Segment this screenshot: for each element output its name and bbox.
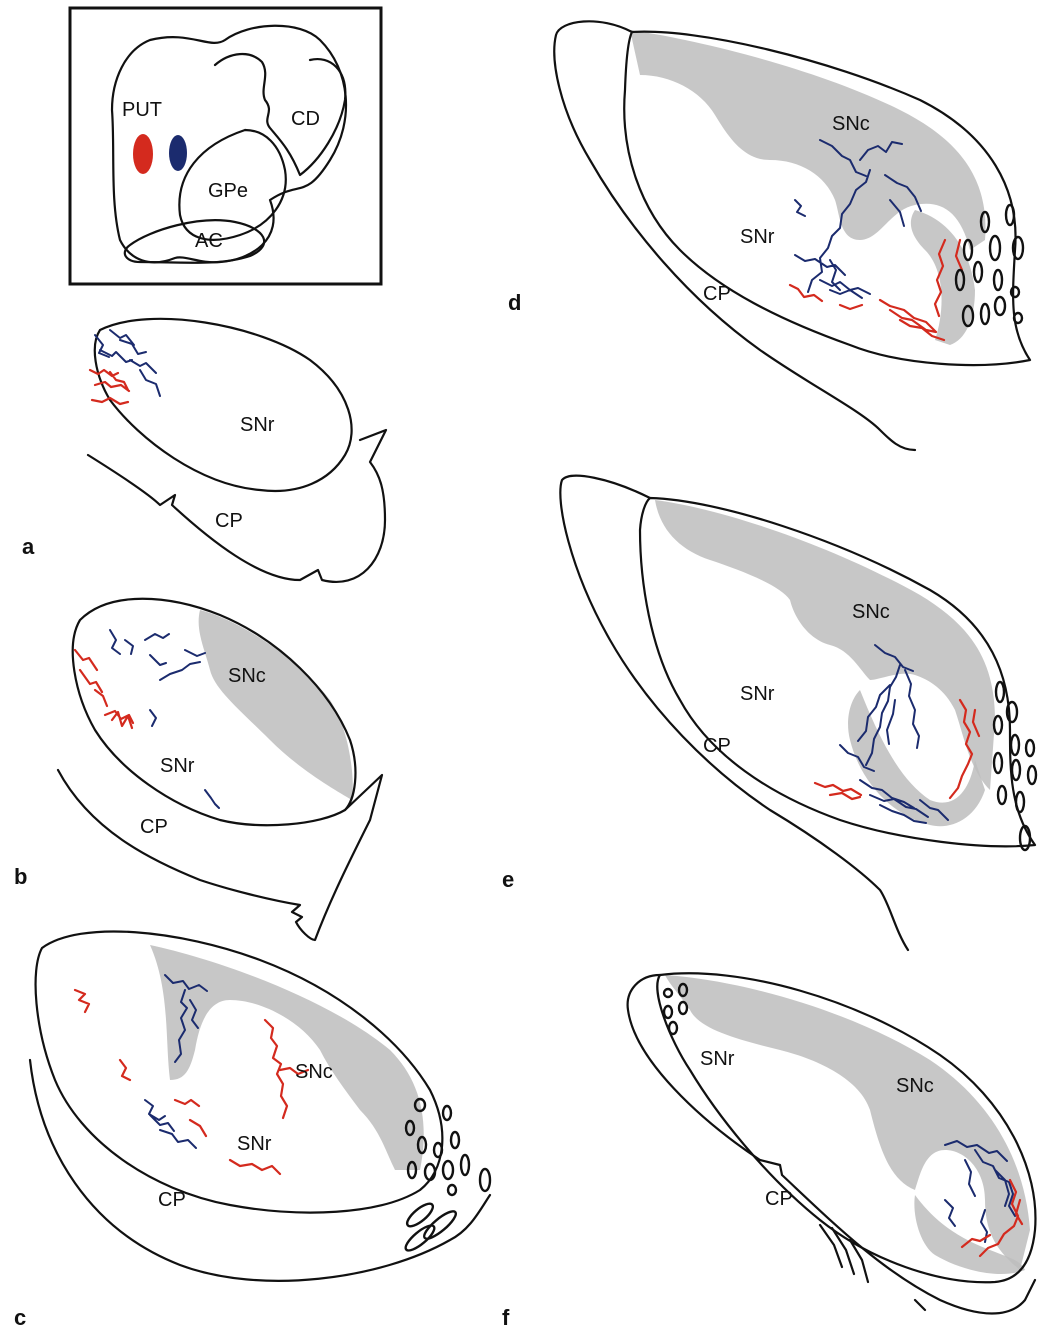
panel-f: SNc SNr CP f <box>502 973 1035 1330</box>
inset-put-label: PUT <box>122 99 162 121</box>
panel-e-snr-label: SNr <box>740 683 775 705</box>
panel-b: SNc SNr CP b <box>14 599 382 940</box>
fiber-bundle-oval <box>461 1155 469 1175</box>
panel-a-cp-label: CP <box>215 510 243 532</box>
panel-f-letter: f <box>502 1305 510 1330</box>
panel-a-letter: a <box>22 534 35 559</box>
fiber-bundle-oval <box>1014 313 1022 323</box>
panel-c-cp-label: CP <box>158 1189 186 1211</box>
panel-c-snc-label: SNc <box>295 1061 333 1083</box>
panel-f-snc-label: SNc <box>896 1075 934 1097</box>
panel-d-snr-label: SNr <box>740 226 775 248</box>
fiber-bundle-oval <box>480 1169 490 1191</box>
fiber-bundle-oval <box>1028 766 1036 784</box>
blue-injection-site <box>169 135 187 171</box>
panel-b-snr-label: SNr <box>160 755 195 777</box>
panel-b-cp-outline <box>58 770 382 940</box>
fiber-bundle-oval <box>451 1132 459 1148</box>
panel-a-blue-fibers <box>95 330 160 396</box>
fiber-bundle-oval <box>996 682 1004 702</box>
fiber-bundle-oval <box>669 1022 677 1034</box>
fiber-bundle-oval <box>1006 205 1014 225</box>
panel-c-letter: c <box>14 1305 26 1330</box>
red-injection-site <box>133 134 153 174</box>
inset-frame <box>70 8 381 284</box>
fiber-bundle-oval <box>448 1185 456 1195</box>
panel-a: SNr CP a <box>22 319 386 582</box>
panel-d-snc-region <box>630 30 986 250</box>
panel-c: SNc SNr CP c <box>14 931 490 1330</box>
inset-ac-label: AC <box>195 230 223 252</box>
panel-f-snr-label: SNr <box>700 1048 735 1070</box>
panel-e-letter: e <box>502 867 514 892</box>
fiber-bundle-oval <box>994 270 1002 290</box>
fiber-bundle-oval <box>1026 740 1034 756</box>
panel-e-snc-label: SNc <box>852 601 890 623</box>
panel-a-red-fibers <box>90 370 129 404</box>
fiber-bundle-oval <box>1016 792 1024 812</box>
panel-d-cp-label: CP <box>703 283 731 305</box>
fiber-bundle-oval <box>679 1002 687 1014</box>
fiber-bundle-oval <box>443 1161 453 1179</box>
fiber-bundle-oval <box>664 1006 672 1018</box>
panel-b-red-fibers <box>75 650 133 728</box>
panel-d-snc-label: SNc <box>832 113 870 135</box>
panel-a-snr-label: SNr <box>240 414 275 436</box>
fiber-bundle-oval <box>964 240 972 260</box>
fiber-bundle-oval <box>1011 735 1019 755</box>
fiber-bundle-oval <box>998 786 1006 804</box>
panel-b-snc-label: SNc <box>228 665 266 687</box>
panel-c-cp-outline <box>30 1060 490 1281</box>
fiber-bundle-oval <box>981 304 989 324</box>
fiber-bundle-oval <box>443 1106 451 1120</box>
panel-b-cp-label: CP <box>140 816 168 838</box>
inset-gpe-label: GPe <box>208 180 248 202</box>
panel-c-snr-label: SNr <box>237 1133 272 1155</box>
panel-e-cp-label: CP <box>703 735 731 757</box>
inset-panel: PUT CD GPe AC <box>70 8 381 284</box>
panel-d-letter: d <box>508 290 521 315</box>
fiber-bundle-oval <box>995 297 1005 315</box>
fiber-bundle-oval <box>974 262 982 282</box>
fiber-bundle-oval <box>664 989 672 997</box>
panel-b-letter: b <box>14 864 27 889</box>
panel-f-cp-label: CP <box>765 1188 793 1210</box>
panel-b-snc-region <box>199 610 353 800</box>
fiber-bundle-oval <box>994 716 1002 734</box>
panel-c-snc-region <box>150 945 424 1170</box>
fiber-bundle-oval <box>434 1143 442 1157</box>
panel-a-cp-outline <box>88 430 386 582</box>
fiber-bundle-oval <box>994 753 1002 773</box>
panel-e: SNc SNr CP e <box>502 476 1036 950</box>
fiber-bundle-oval <box>990 236 1000 260</box>
panel-f-snc-region <box>665 975 1030 1270</box>
fiber-bundle-oval <box>1011 287 1019 297</box>
fiber-bundle-oval <box>1012 760 1020 780</box>
inset-cd-label: CD <box>291 108 320 130</box>
fiber-bundle-oval <box>425 1164 435 1180</box>
panel-d: SNc SNr CP d <box>508 21 1030 450</box>
